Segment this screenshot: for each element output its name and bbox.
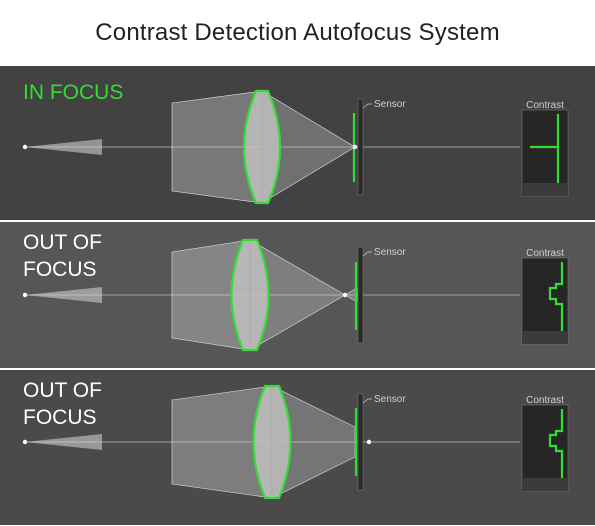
sensor-pointer [362,398,372,404]
contrast-meter [521,257,569,345]
sensor-label: Sensor [374,247,406,258]
panel-heading: OUT OF FOCUS [23,379,102,429]
panel-in-focus: Sensor Contrast IN FOCUS [0,66,595,220]
focus-point [366,439,372,445]
panel-heading: IN FOCUS [23,81,124,104]
lens [242,89,282,205]
lens [252,384,292,500]
contrast-meter [521,404,569,492]
out-of-focus-diagram-1: Sensor Contrast [22,238,569,352]
in-focus-diagram: Sensor Contrast [22,89,569,205]
panel-out-of-focus-2: Sensor Contrast OUT OF FOCUS [0,370,595,525]
contrast-label: Contrast [526,100,564,111]
panel-heading: OUT OF FOCUS [23,231,102,281]
out-of-focus-diagram-2: Sensor Contrast [22,384,569,500]
contrast-label: Contrast [526,395,564,406]
contrast-label: Contrast [526,248,564,259]
object-cone [25,139,102,155]
focus-point [342,292,348,298]
sensor-label: Sensor [374,99,406,110]
diagram-title: Contrast Detection Autofocus System [95,19,500,46]
contrast-graph [548,262,564,331]
sensor-pointer [362,103,372,109]
object-point [22,144,28,150]
lens [230,238,270,352]
object-cone [25,287,102,303]
contrast-graph [548,409,564,478]
focus-point [352,144,358,150]
sensor-body [357,98,364,196]
sensor-pointer [362,251,372,257]
sensor-body [357,246,364,344]
sensor-label: Sensor [374,394,406,405]
contrast-graph [530,114,560,183]
object-cone [25,434,102,450]
panel-out-of-focus-1: Sensor Contrast OUT OF FOCUS [0,222,595,368]
sensor-body [357,393,364,491]
